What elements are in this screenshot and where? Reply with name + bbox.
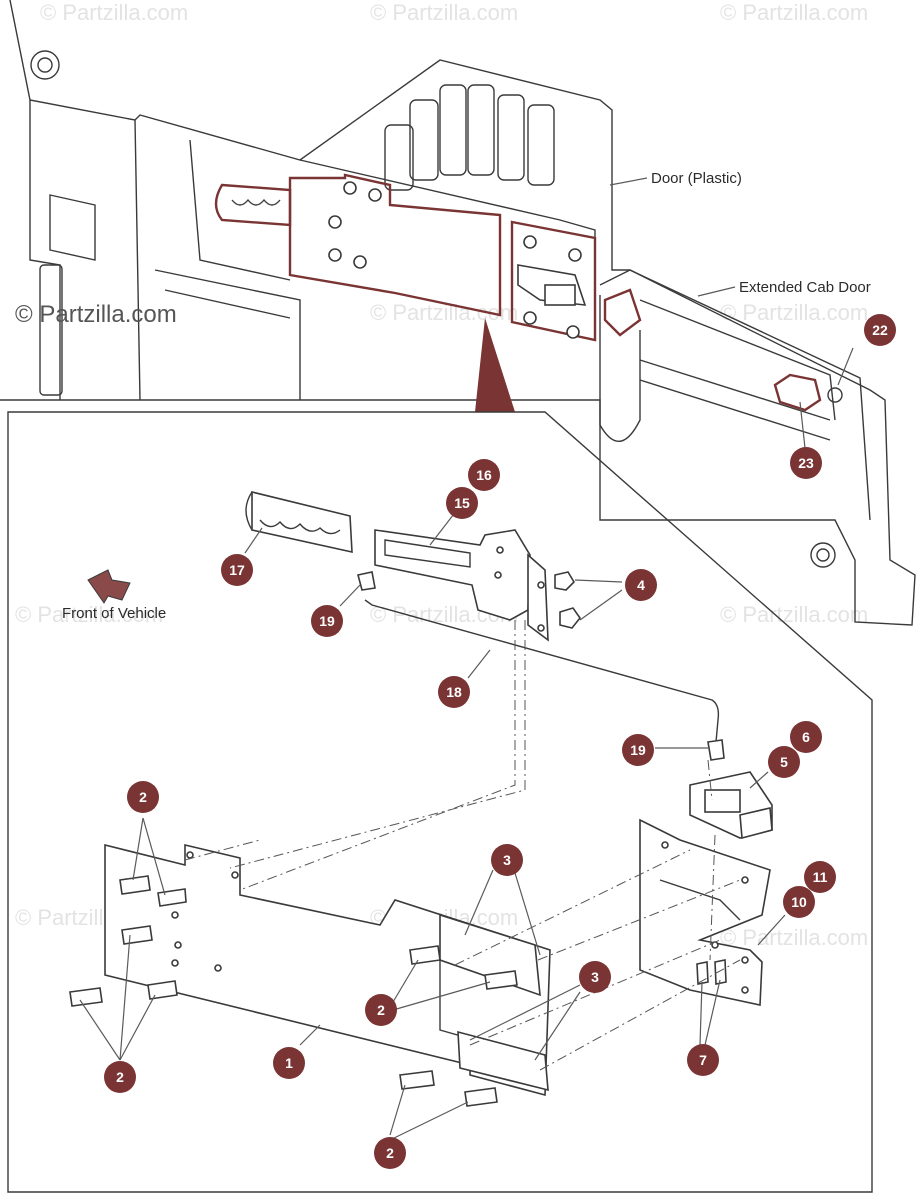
svg-text:4: 4 (637, 577, 645, 593)
svg-text:2: 2 (377, 1002, 385, 1018)
front-of-vehicle-label: Front of Vehicle (62, 605, 166, 622)
svg-text:22: 22 (872, 322, 888, 338)
callout-7: 7 (687, 1044, 719, 1076)
svg-text:3: 3 (591, 969, 599, 985)
leader-lines (79, 347, 854, 1141)
svg-text:7: 7 (699, 1052, 707, 1068)
partzilla-watermark: © Partzilla.com (15, 301, 177, 328)
callout-1: 1 (273, 1047, 305, 1079)
svg-text:23: 23 (798, 455, 814, 471)
callout-19-upper: 19 (311, 605, 343, 637)
vent-ribs (384, 84, 555, 191)
callout-2-middle: 2 (365, 994, 397, 1026)
svg-text:16: 16 (476, 467, 492, 483)
front-of-vehicle-indicator: Front of Vehicle (62, 569, 166, 622)
svg-text:2: 2 (139, 789, 147, 805)
callout-2-lower-left: 2 (104, 1061, 136, 1093)
callout-4: 4 (625, 569, 657, 601)
callout-16: 16 (468, 459, 500, 491)
watermark-text: © Partzilla.com (720, 0, 868, 25)
svg-text:2: 2 (116, 1069, 124, 1085)
callout-23: 23 (790, 447, 822, 479)
svg-text:19: 19 (319, 613, 335, 629)
svg-text:2: 2 (386, 1145, 394, 1161)
watermark-text: © Partzilla.com (720, 602, 868, 627)
extended-cab-door-label: Extended Cab Door (739, 279, 871, 296)
top-labels: Door (Plastic) Extended Cab Door © Partz… (15, 170, 871, 328)
callout-3-lower: 3 (579, 961, 611, 993)
watermark-text: © Partzilla.com (15, 602, 163, 627)
callout-2-bottom: 2 (374, 1137, 406, 1169)
svg-text:11: 11 (813, 869, 828, 885)
svg-text:19: 19 (630, 742, 646, 758)
svg-text:3: 3 (503, 852, 511, 868)
watermark-text: © Partzilla.com (40, 0, 188, 25)
callout-5: 5 (768, 746, 800, 778)
svg-text:5: 5 (780, 754, 788, 770)
svg-text:1: 1 (285, 1055, 293, 1071)
watermark-text: © Partzilla.com (720, 925, 868, 950)
watermark-text: © Partzilla.com (370, 0, 518, 25)
callouts: 22 23 16 15 17 4 19 18 6 5 19 2 3 11 10 … (104, 314, 896, 1169)
callout-17: 17 (221, 554, 253, 586)
svg-text:15: 15 (454, 495, 470, 511)
door-plastic-label: Door (Plastic) (651, 170, 742, 187)
svg-text:10: 10 (791, 894, 807, 910)
direction-arrow-icon (87, 569, 131, 604)
callout-2-upper-left: 2 (127, 781, 159, 813)
callout-6: 6 (790, 721, 822, 753)
watermark-text: © Partzilla.com (720, 300, 868, 325)
callout-19-lower: 19 (622, 734, 654, 766)
svg-text:17: 17 (229, 562, 245, 578)
callout-18: 18 (438, 676, 470, 708)
svg-text:6: 6 (802, 729, 810, 745)
svg-text:18: 18 (446, 684, 462, 700)
callout-10: 10 (783, 886, 815, 918)
callout-3-upper: 3 (491, 844, 523, 876)
callout-15: 15 (446, 487, 478, 519)
exploded-parts (69, 490, 773, 1107)
detail-frame (7, 411, 873, 1193)
door-illustration (0, 0, 916, 626)
callout-11: 11 (804, 861, 836, 893)
callout-22: 22 (864, 314, 896, 346)
